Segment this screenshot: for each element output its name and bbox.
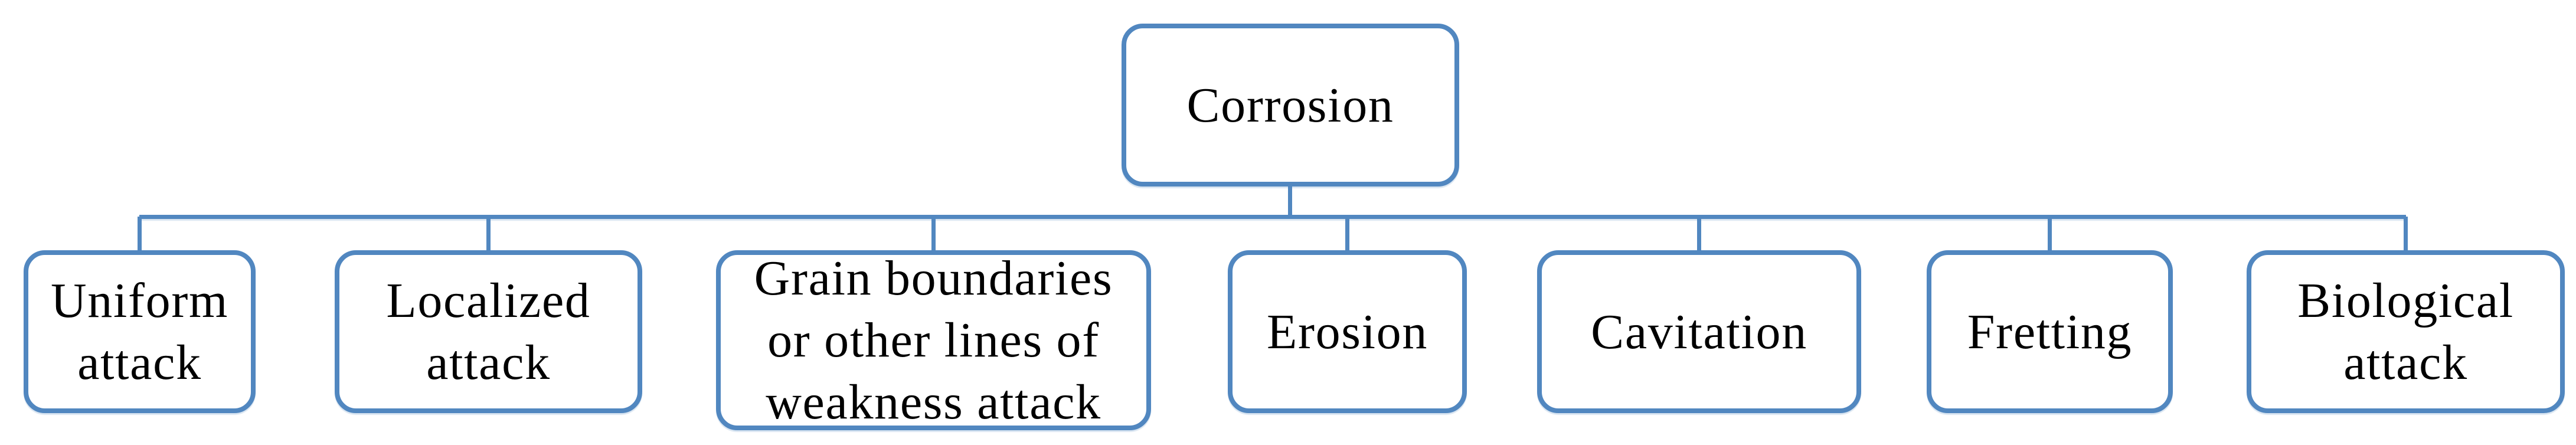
node-uniform-attack: Uniform attack [24, 250, 256, 413]
node-erosion: Erosion [1228, 250, 1467, 413]
connector-stub-fretting [2048, 217, 2052, 251]
node-corrosion-label: Corrosion [1186, 77, 1394, 133]
node-erosion-label: Erosion [1266, 304, 1428, 359]
node-fretting-label: Fretting [1967, 304, 2133, 359]
node-localized-attack: Localized attack [335, 250, 642, 413]
node-grain-boundaries-attack-label: Grain boundaries or other lines of weakn… [754, 251, 1113, 430]
node-corrosion: Corrosion [1122, 24, 1459, 186]
connector-stub-erosion [1345, 217, 1349, 251]
node-fretting: Fretting [1927, 250, 2173, 413]
node-cavitation-label: Cavitation [1591, 304, 1807, 359]
node-grain-boundaries-attack: Grain boundaries or other lines of weakn… [716, 250, 1151, 430]
connector-stub-localized-attack [486, 217, 491, 251]
node-cavitation: Cavitation [1537, 250, 1861, 413]
connector-stub-cavitation [1697, 217, 1701, 251]
connector-root-stub [1288, 184, 1292, 217]
connector-stub-uniform-attack [138, 217, 142, 251]
node-localized-attack-label: Localized attack [386, 273, 591, 390]
connector-stub-grain-boundaries [931, 217, 936, 251]
connector-stub-biological-attack [2404, 217, 2408, 251]
node-biological-attack: Biological attack [2247, 250, 2565, 413]
connector-horizontal-rail [139, 215, 2406, 219]
node-uniform-attack-label: Uniform attack [50, 273, 229, 390]
node-biological-attack-label: Biological attack [2297, 273, 2514, 390]
